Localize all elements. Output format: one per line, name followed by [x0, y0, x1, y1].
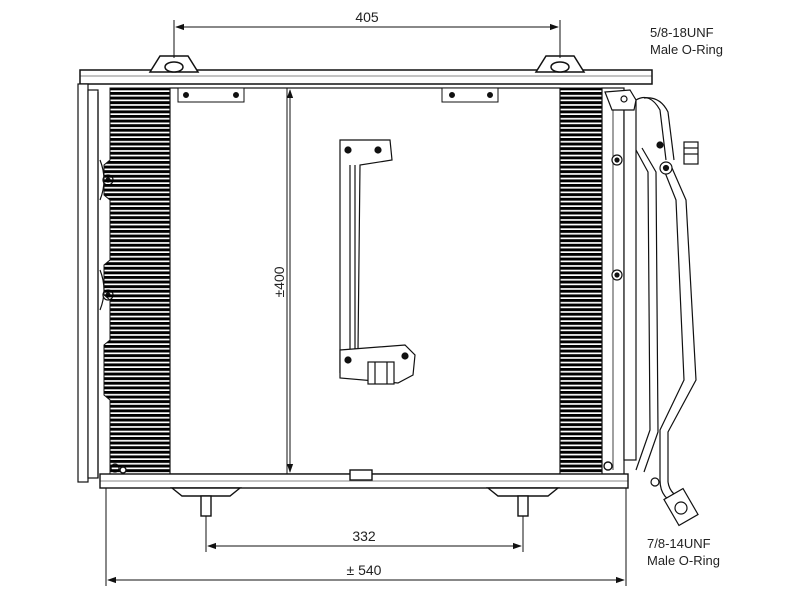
bottom-mounting-rail	[99, 461, 629, 517]
upper-fitting	[656, 141, 699, 175]
upper-connection-thread: 5/8-18UNF	[650, 25, 714, 40]
dimension-332	[205, 516, 524, 552]
top-clips	[177, 87, 499, 103]
dimension-400-label: ±400	[271, 266, 287, 297]
lower-connection-seal: Male O-Ring	[647, 553, 720, 568]
lower-fitting	[650, 477, 699, 527]
lower-connection-thread: 7/8-14UNF	[647, 536, 711, 551]
top-mounting-rail	[79, 55, 653, 85]
dimension-540	[105, 488, 627, 586]
dimension-405	[173, 20, 561, 58]
left-fin-core	[103, 87, 171, 475]
right-header-tank	[601, 87, 637, 481]
dimension-332-label: 332	[352, 528, 376, 544]
center-vertical-bracket	[339, 139, 416, 385]
dimension-405-label: 405	[355, 9, 379, 25]
upper-connection-seal: Male O-Ring	[650, 42, 723, 57]
right-fin-core	[559, 87, 609, 475]
dimension-540-label: ± 540	[347, 562, 382, 578]
